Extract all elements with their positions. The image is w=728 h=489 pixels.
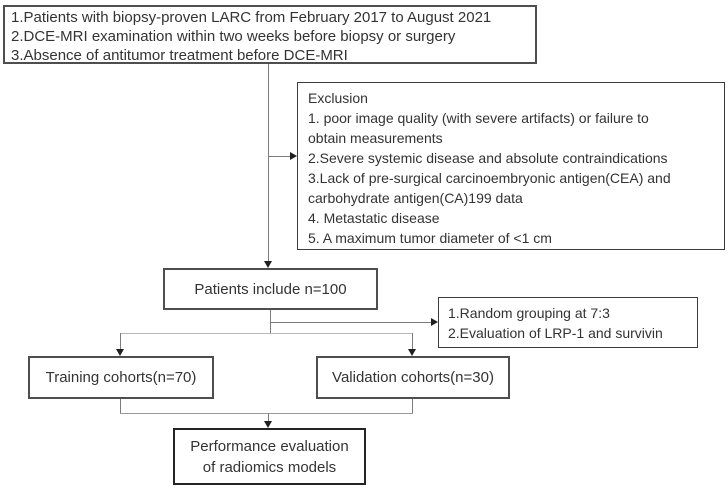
performance-line-2: of radiomics models — [202, 458, 337, 476]
connector-validation-out — [412, 399, 413, 413]
exclusion-line-4: 4. Metastatic disease — [308, 210, 440, 226]
arrowhead-down-performance-icon — [264, 421, 272, 428]
performance-line-1: Performance evaluation — [190, 437, 349, 455]
exclusion-line-5: 5. A maximum tumor diameter of <1 cm — [308, 230, 552, 246]
connector-to-grouping — [270, 322, 431, 323]
criteria-line-3: 3.Absence of antitumor treatment before … — [11, 47, 348, 64]
random-grouping-box: 1.Random grouping at 7:3 2.Evaluation of… — [438, 297, 698, 348]
criteria-line-1: 1.Patients with biopsy-proven LARC from … — [11, 9, 492, 26]
patients-include-box: Patients include n=100 — [163, 268, 378, 310]
exclusion-line-1: 1. poor image quality (with severe artif… — [308, 110, 649, 126]
connector-drop-performance — [268, 413, 269, 421]
exclusion-title: Exclusion — [308, 90, 368, 106]
validation-cohorts-box: Validation cohorts(n=30) — [316, 356, 510, 399]
connector-merge-branch — [120, 413, 413, 414]
exclusion-line-1b: obtain measurements — [308, 130, 443, 146]
connector-split-branch — [120, 333, 413, 334]
arrowhead-down-patients-icon — [264, 261, 272, 268]
arrowhead-down-training-icon — [116, 349, 124, 356]
exclusion-line-2: 2.Severe systemic disease and absolute c… — [308, 150, 668, 166]
grouping-line-1: 1.Random grouping at 7:3 — [448, 305, 610, 321]
exclusion-line-3b: carbohydrate antigen(CA)199 data — [308, 190, 523, 206]
criteria-line-2: 2.DCE-MRI examination within two weeks b… — [11, 28, 456, 45]
patients-include-label: Patients include n=100 — [194, 280, 347, 298]
arrowhead-right-grouping-icon — [431, 318, 438, 326]
connector-drop-training — [120, 333, 121, 349]
inclusion-criteria-box: 1.Patients with biopsy-proven LARC from … — [3, 5, 537, 64]
connector-criteria-to-patients — [268, 64, 269, 261]
connector-training-out — [120, 399, 121, 413]
training-cohorts-box: Training cohorts(n=70) — [28, 356, 214, 399]
arrowhead-right-exclusion-icon — [290, 152, 297, 160]
validation-cohorts-label: Validation cohorts(n=30) — [332, 369, 494, 386]
connector-to-exclusion — [268, 156, 290, 157]
connector-drop-validation — [412, 333, 413, 349]
performance-evaluation-box: Performance evaluation of radiomics mode… — [173, 428, 366, 485]
exclusion-box: Exclusion 1. poor image quality (with se… — [297, 82, 725, 250]
arrowhead-down-validation-icon — [408, 349, 416, 356]
exclusion-line-3: 3.Lack of pre-surgical carcinoembryonic … — [308, 170, 671, 186]
grouping-line-2: 2.Evaluation of LRP-1 and survivin — [448, 325, 663, 341]
training-cohorts-label: Training cohorts(n=70) — [45, 369, 197, 386]
